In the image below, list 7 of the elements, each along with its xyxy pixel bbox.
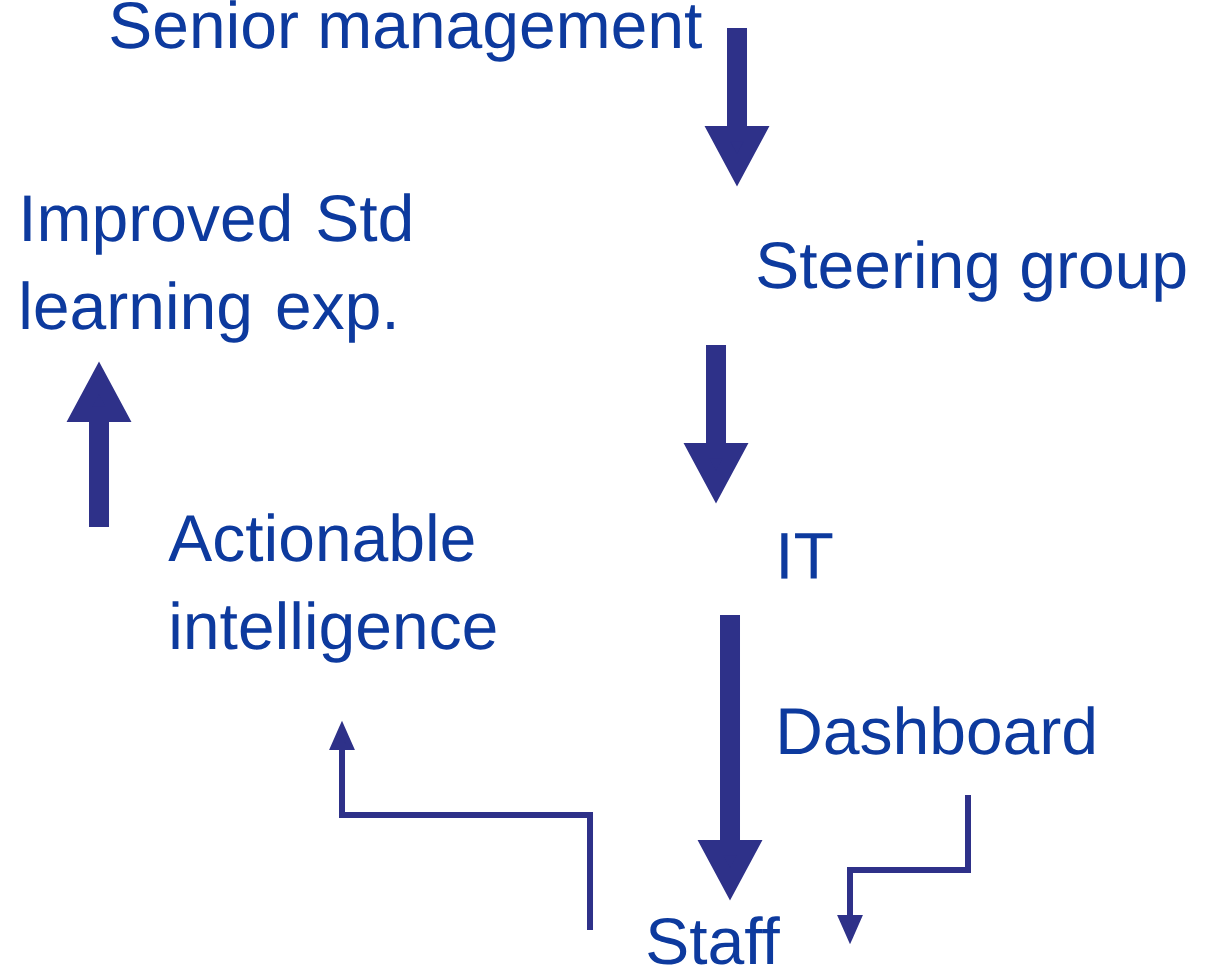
text-label: Steering group — [758, 240, 1186, 302]
text-label: Dashboard — [780, 706, 1094, 755]
text-label: IT — [781, 533, 833, 579]
text-label: Actionable intelligence — [168, 513, 496, 663]
text-label: Senior management — [111, 0, 702, 62]
text-label: Improved Std learning exp. — [22, 193, 411, 343]
text-label: Staff — [648, 916, 780, 965]
